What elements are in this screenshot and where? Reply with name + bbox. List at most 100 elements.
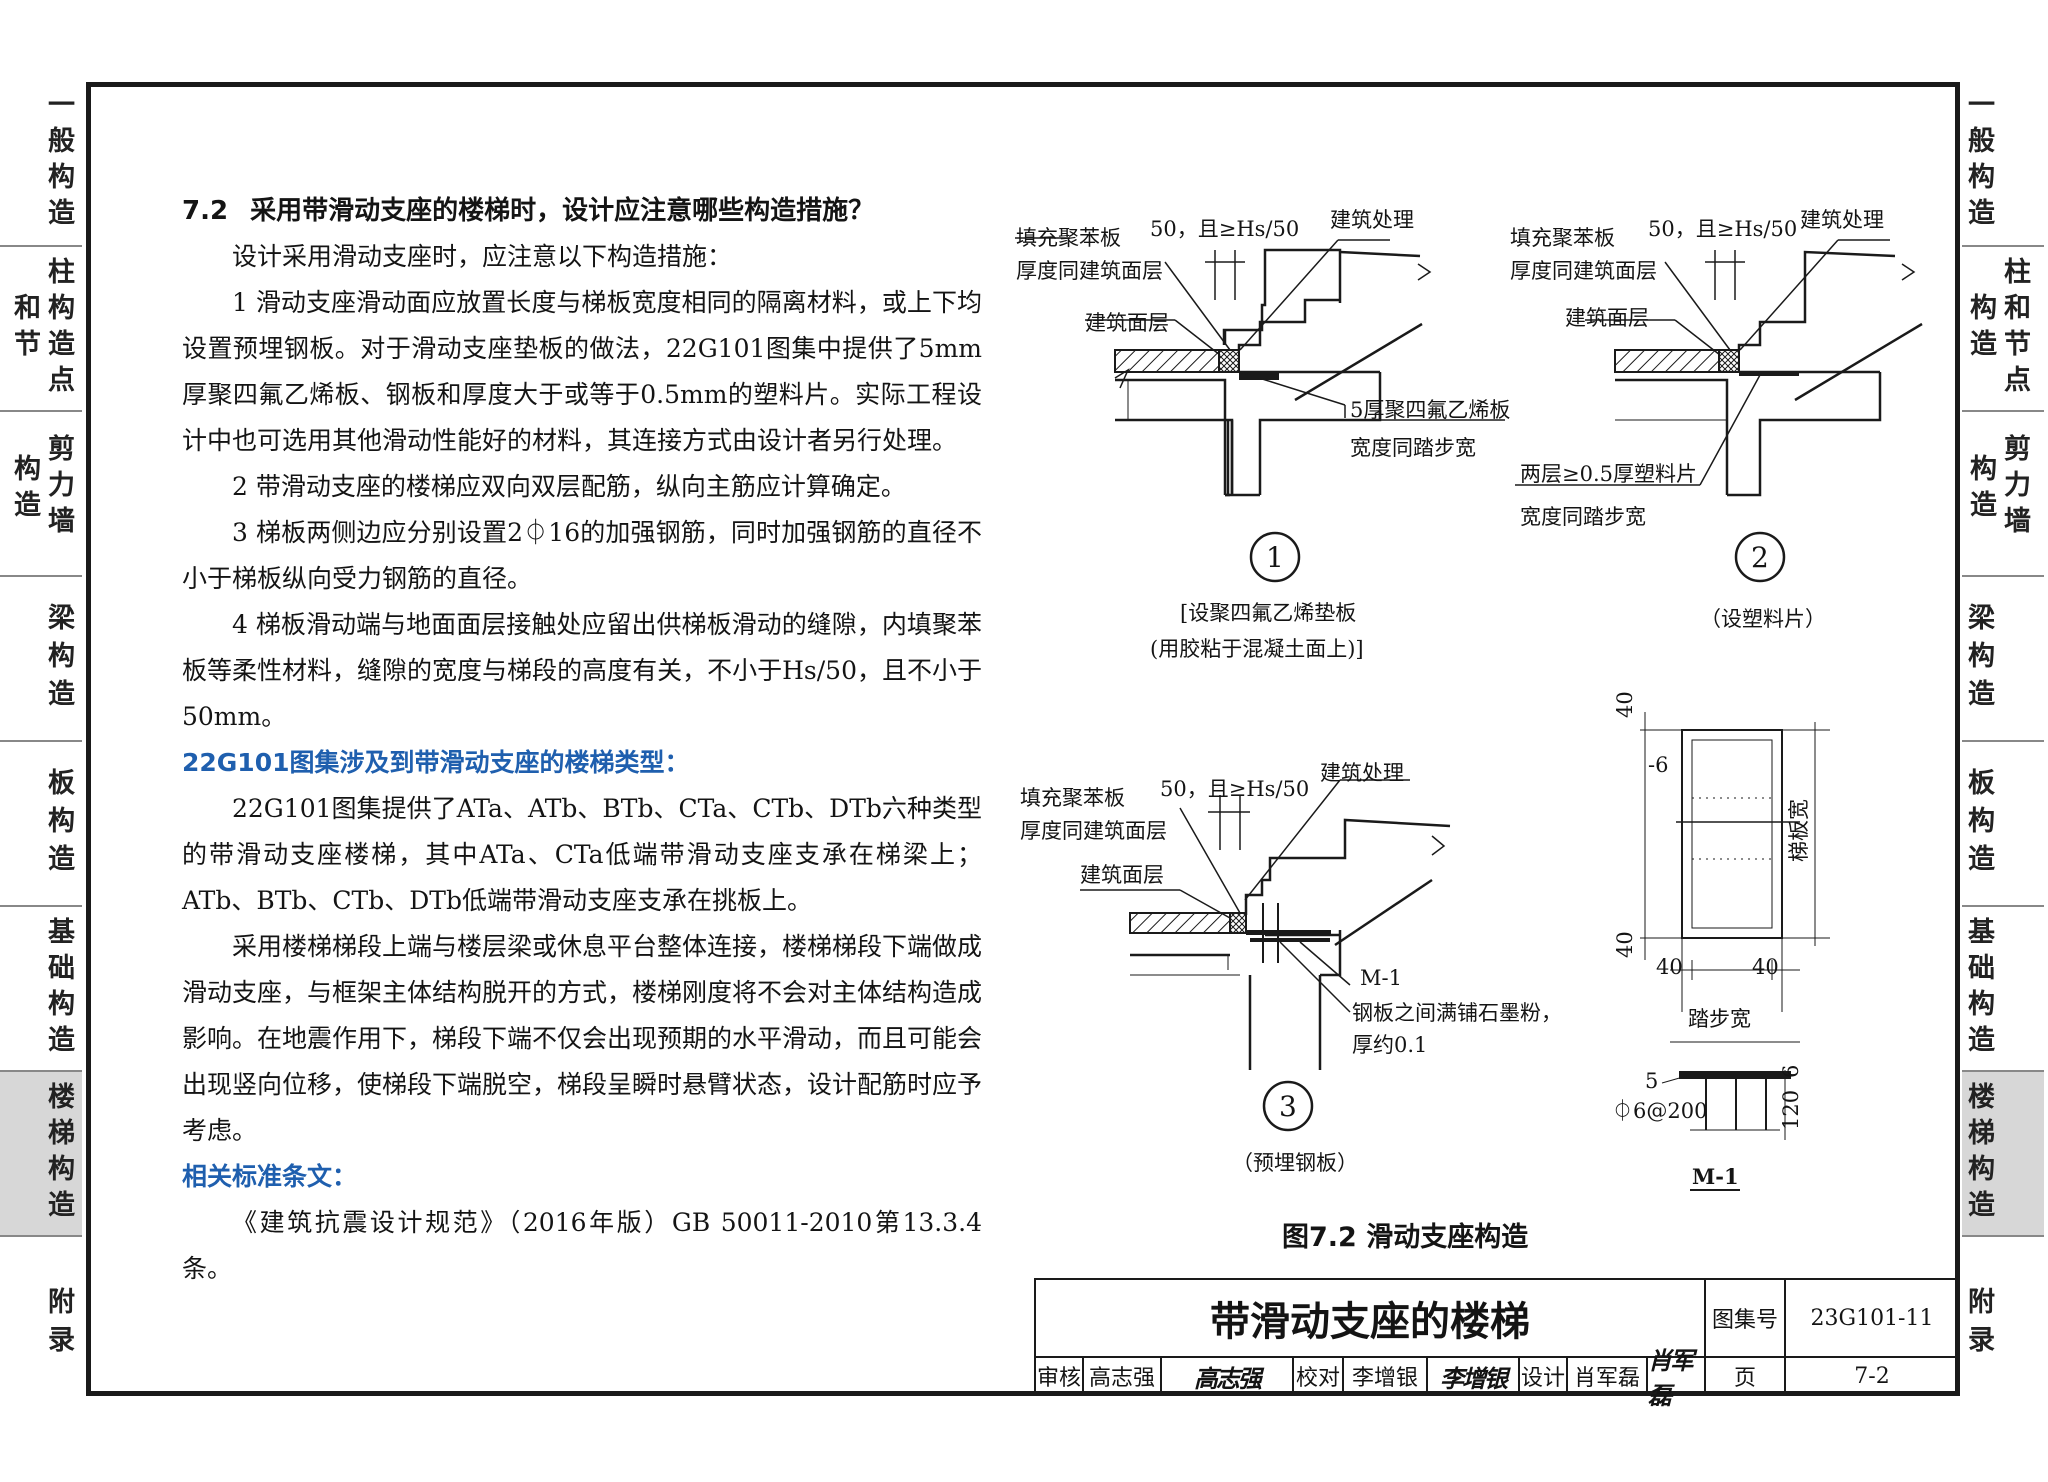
label-fill-3: 填充聚苯板 xyxy=(1020,786,1125,810)
dim-slab-width: 梯板宽 xyxy=(1787,799,1811,862)
label-gap-3: 50，且≥Hs/50 xyxy=(1160,777,1309,801)
tab-shear-wall[interactable]: 剪 构 力 造 墙 xyxy=(0,412,82,577)
detail-2-annotations xyxy=(1515,239,1890,583)
tab-char: 剪 xyxy=(48,434,75,465)
beam-body xyxy=(1727,372,1882,497)
tab-char: 梯 xyxy=(48,1118,75,1149)
caption-3: （预埋钢板） xyxy=(1232,1151,1358,1175)
polystyrene-fill-1 xyxy=(1218,349,1240,373)
label-surface-3: 建筑面层 xyxy=(1080,863,1164,887)
tab-shear-wall[interactable]: 剪 构 力 造 墙 xyxy=(1962,412,2044,577)
stair-flight-3 xyxy=(1244,818,1451,915)
tab-char: 墙 xyxy=(2004,506,2031,537)
leader-pad xyxy=(1239,371,1346,406)
tab-slab[interactable]: 板 构 造 xyxy=(0,742,82,907)
section-question: 采用带滑动支座的楼梯时，设计应注意哪些构造措施？ xyxy=(250,196,875,226)
leader-fill xyxy=(1664,261,1731,351)
polystyrene-fill-2 xyxy=(1718,349,1740,373)
leader-surface xyxy=(1174,319,1221,356)
detail-3-number: 3 xyxy=(1279,1090,1297,1123)
tab-char: 造 xyxy=(48,1190,75,1221)
tab-general[interactable]: 一 般 构 造 xyxy=(0,82,82,247)
tab-foundation[interactable]: 基 础 构 造 xyxy=(0,907,82,1072)
design-label: 设计 xyxy=(1520,1358,1568,1394)
tab-char: 造 xyxy=(1968,679,1995,710)
tab-char: 楼 xyxy=(1968,1082,1995,1113)
tab-char: 构 xyxy=(48,806,75,837)
stair-top xyxy=(1339,250,1421,258)
detail-2 xyxy=(1615,250,1923,497)
tab-appendix[interactable]: 附 录 xyxy=(1962,1237,2044,1398)
page-label: 页 xyxy=(1706,1358,1786,1394)
intro-paragraph: 设计采用滑动支座时，应注意以下构造措施： xyxy=(232,242,733,271)
tab-column[interactable]: 柱 和 构 节 造 点 xyxy=(0,247,82,412)
tab-char: 梁 xyxy=(48,603,75,634)
leader-graphite xyxy=(1279,941,1351,1013)
section-number: 7.2 xyxy=(182,196,229,226)
tab-char: 造 xyxy=(48,1025,75,1056)
page-number: 7-2 xyxy=(1854,1363,1890,1389)
dim-step-width: 踏步宽 xyxy=(1688,1007,1751,1031)
ptfe-pad xyxy=(1239,372,1279,380)
section-text: 7.2 采用带滑动支座的楼梯时，设计应注意哪些构造措施？ 设计采用滑动支座时，应注… xyxy=(182,188,982,1292)
sec-120: 120 xyxy=(1779,1090,1803,1130)
tab-char: 板 xyxy=(48,768,75,799)
tab-stair-active[interactable]: 楼 梯 构 造 xyxy=(0,1072,82,1237)
embedded-plate-bottom xyxy=(1250,938,1330,942)
checker-signature: 李增银 xyxy=(1428,1358,1520,1394)
designer-name: 肖军磊 xyxy=(1568,1358,1648,1394)
detail-2-bubble xyxy=(1734,531,1786,583)
label-surface-1: 建筑面层 xyxy=(1085,311,1169,335)
label-graphite-b: 厚约0.1 xyxy=(1352,1033,1427,1057)
tab-char: 构 xyxy=(1970,293,1997,324)
stair-flight-2 xyxy=(1737,250,1896,350)
leader-arch xyxy=(1739,239,1839,351)
tab-char: 构 xyxy=(48,989,75,1020)
tab-appendix[interactable]: 附 录 xyxy=(0,1237,82,1398)
landing-outline xyxy=(1615,378,1729,495)
measure-1: 1 滑动支座滑动面应放置长度与梯板宽度相同的隔离材料，或上下均设置预埋钢板。对于… xyxy=(182,288,982,455)
label-fill-1: 填充聚苯板 xyxy=(1016,226,1121,250)
standards-heading: 相关标准条文： xyxy=(182,1162,358,1191)
label-fill-1b: 厚度同建筑面层 xyxy=(1016,259,1163,283)
tab-char: 构 xyxy=(48,293,75,324)
leader-5 xyxy=(1661,1074,1691,1084)
tab-char: 基 xyxy=(1968,917,1995,948)
tab-column[interactable]: 柱 构 和 造 节 点 xyxy=(1962,247,2044,412)
tab-beam[interactable]: 梁 构 造 xyxy=(1962,577,2044,742)
m1-section-plate xyxy=(1679,1071,1791,1079)
sec-6: 6 xyxy=(1779,1065,1803,1078)
plastic-sheet xyxy=(1739,371,1799,376)
label-arch-3: 建筑处理 xyxy=(1320,761,1404,785)
label-fill-3b: 厚度同建筑面层 xyxy=(1020,819,1167,843)
polystyrene-fill-3 xyxy=(1229,912,1247,934)
sec-bar: ⏀6@200 xyxy=(1612,1099,1707,1123)
tab-char: 梁 xyxy=(1968,603,1995,634)
label-pad-2: 两层≥0.5厚塑料片 xyxy=(1520,462,1697,486)
caption-1a: [设聚四氟乙烯垫板 xyxy=(1180,601,1356,625)
tab-char: 墙 xyxy=(48,506,75,537)
title-block: 带滑动支座的楼梯 图集号 23G101-11 审核 高志强 高志强 校对 李增银… xyxy=(1034,1278,1960,1410)
tab-char: 造 xyxy=(1968,1190,1995,1221)
tab-char: 般 xyxy=(1968,126,1995,157)
tab-beam[interactable]: 梁 构 造 xyxy=(0,577,82,742)
tab-char: 造 xyxy=(1968,198,1995,229)
tab-char: 般 xyxy=(48,126,75,157)
standards-paragraph: 《建筑抗震设计规范》（2016年版）GB 50011-2010第13.3.4条。 xyxy=(182,1208,982,1283)
floor-finish-2 xyxy=(1614,349,1720,373)
tab-char: 力 xyxy=(2004,470,2031,501)
leader-fill xyxy=(1164,261,1231,351)
landing-outline xyxy=(1115,378,1227,495)
m1-plate-inner xyxy=(1691,739,1773,929)
atlas-label: 图集号 xyxy=(1706,1280,1786,1358)
tab-slab[interactable]: 板 构 造 xyxy=(1962,742,2044,907)
stair-steps xyxy=(1222,248,1342,345)
types-heading: 22G101图集涉及到带滑动支座的楼梯类型： xyxy=(182,748,690,777)
dim-40-left: 40 xyxy=(1656,955,1683,979)
beam-1 xyxy=(1115,418,1234,495)
tab-foundation[interactable]: 基 础 构 造 xyxy=(1962,907,2044,1072)
tab-general[interactable]: 一 般 构 造 xyxy=(1962,82,2044,247)
tab-char: 造 xyxy=(48,198,75,229)
tab-char: 造 xyxy=(14,490,41,521)
tab-stair-active[interactable]: 楼 梯 构 造 xyxy=(1962,1072,2044,1237)
